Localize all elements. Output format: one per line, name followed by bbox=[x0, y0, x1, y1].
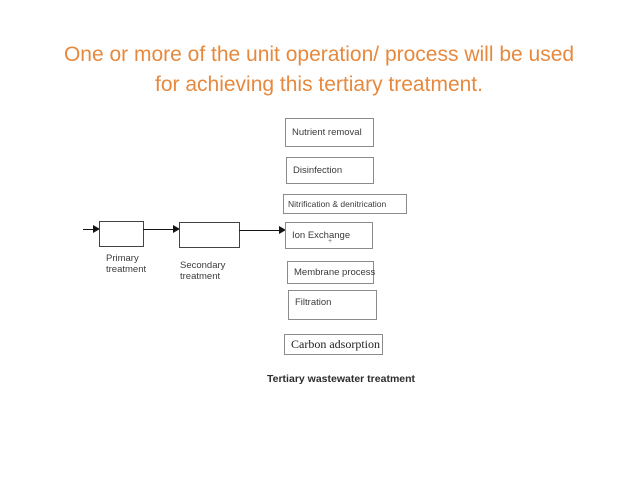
arrow-shaft bbox=[239, 230, 281, 231]
primary-treatment-label: Primary treatment bbox=[106, 253, 147, 275]
option-box-nutrient-removal: Nutrient removal bbox=[285, 118, 374, 147]
option-box-disinfection: Disinfection bbox=[286, 157, 374, 184]
option-box-filtration: Filtration bbox=[288, 290, 377, 320]
option-box-ion-exchange: Ion Exchange bbox=[285, 222, 373, 249]
arrow-head-icon bbox=[173, 225, 180, 233]
slide-title: One or more of the unit operation/ proce… bbox=[0, 40, 638, 100]
secondary-treatment-box bbox=[179, 222, 240, 248]
ion-exchange-stray-mark: + bbox=[328, 238, 333, 245]
primary-treatment-box bbox=[99, 221, 144, 247]
primary-to-secondary-arrow bbox=[143, 225, 180, 234]
option-box-nitrification-denitrication: Nitrification & denitrication bbox=[283, 194, 407, 214]
arrow-shaft bbox=[83, 229, 95, 230]
secondary-to-tertiary-arrow bbox=[239, 226, 286, 235]
arrow-head-icon bbox=[279, 226, 286, 234]
arrow-shaft bbox=[143, 229, 175, 230]
slide-title-line-2: for achieving this tertiary treatment. bbox=[155, 73, 483, 97]
option-box-carbon-adsorption: Carbon adsorption bbox=[284, 334, 383, 355]
influent-arrow bbox=[83, 225, 100, 234]
arrow-head-icon bbox=[93, 225, 100, 233]
secondary-treatment-label: Secondary treatment bbox=[180, 260, 226, 282]
option-box-membrane-process: Membrane process bbox=[287, 261, 375, 284]
figure-caption: Tertiary wastewater treatment bbox=[267, 373, 416, 385]
slide-title-line-1: One or more of the unit operation/ proce… bbox=[63, 43, 575, 67]
